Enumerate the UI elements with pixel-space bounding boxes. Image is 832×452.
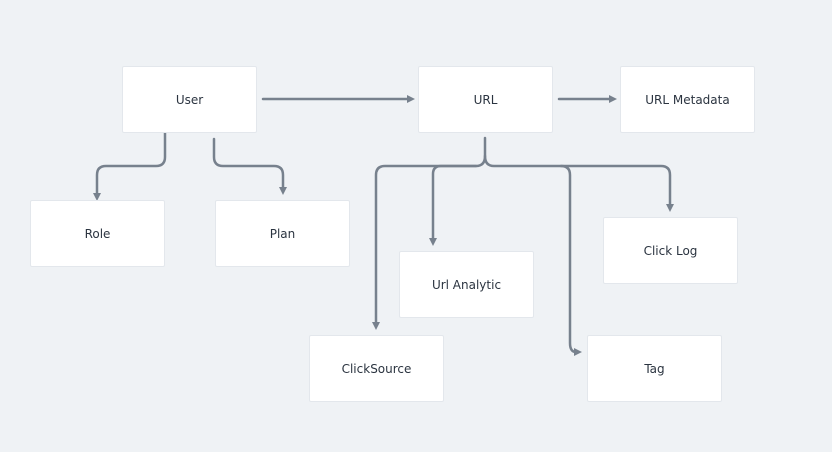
arrowhead-tag xyxy=(574,348,582,356)
arrowhead-url-metadata xyxy=(609,95,617,103)
node-url-metadata[interactable]: URL Metadata xyxy=(620,66,755,133)
node-clicksource[interactable]: ClickSource xyxy=(309,335,444,402)
arrowhead-role xyxy=(93,193,101,201)
arrowhead-click-log xyxy=(666,204,674,212)
node-url[interactable]: URL xyxy=(418,66,553,133)
edge-url-trunk xyxy=(431,136,487,240)
arrowhead-url xyxy=(407,95,415,103)
node-tag[interactable]: Tag xyxy=(587,335,722,402)
edge-url-clicksource xyxy=(374,164,478,324)
edge-user-role xyxy=(95,131,167,195)
node-role[interactable]: Role xyxy=(30,200,165,267)
node-plan[interactable]: Plan xyxy=(215,200,350,267)
node-click-log[interactable]: Click Log xyxy=(603,217,738,284)
edge-url-bus xyxy=(483,154,672,206)
arrowhead-clicksource xyxy=(372,322,380,330)
edge-user-plan xyxy=(212,137,285,190)
node-user[interactable]: User xyxy=(122,66,257,133)
arrowhead-plan xyxy=(279,187,287,195)
arrowhead-url-analytic xyxy=(429,238,437,246)
node-url-analytic[interactable]: Url Analytic xyxy=(399,251,534,318)
edge-url-tag xyxy=(559,164,578,354)
